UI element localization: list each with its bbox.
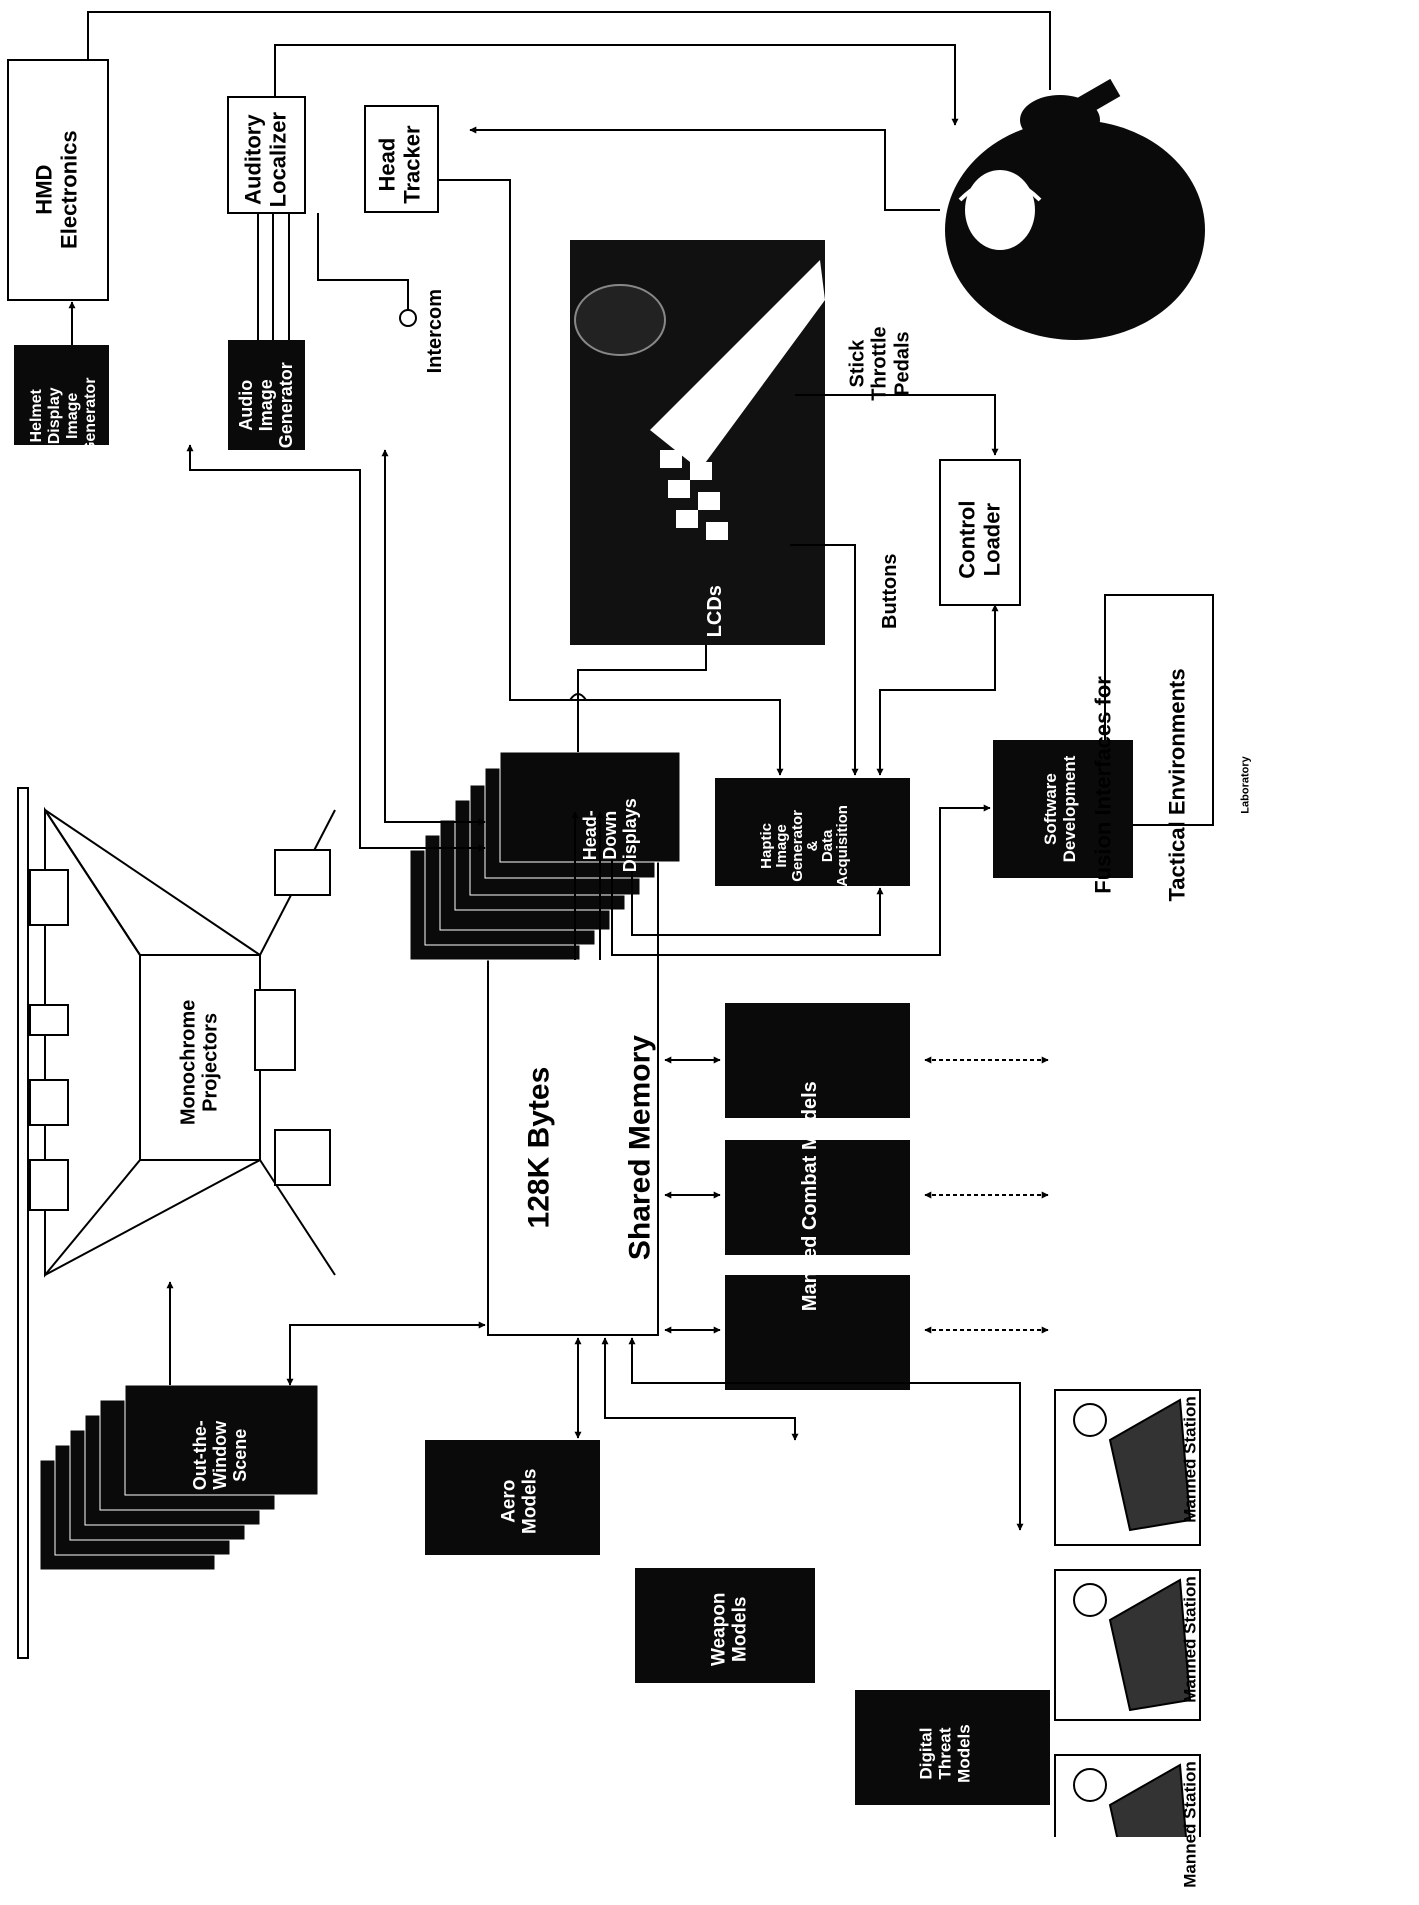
intercom-label: Intercom <box>424 271 446 391</box>
shared-memory-line2: Shared Memory <box>623 1008 657 1288</box>
lab-title-line2: Tactical Environments <box>1166 657 1191 912</box>
pilot-helmet-photo <box>945 79 1205 340</box>
digital-threat-models-label: Digital Threat Models <box>916 1694 973 1814</box>
out-the-window-scene-label: Out-the- Window Scene <box>190 1390 250 1520</box>
buttons-label: Buttons <box>879 541 901 641</box>
lab-block-diagram: HMD Electronics Auditory Localizer Head … <box>0 0 1419 1837</box>
manned-station-label-1: Manned Station <box>1180 1380 1199 1540</box>
weapon-models-label: Weapon Models <box>709 1569 752 1689</box>
lab-title: Fusion Interfaces for Tactical Environme… <box>1043 657 1277 912</box>
auditory-localizer-label: Auditory Localizer <box>241 100 290 220</box>
control-loader-label: Control Loader <box>955 475 1004 605</box>
monochrome-projectors-label: Monochrome Projectors <box>178 967 223 1157</box>
stick-throttle-pedals-label: Stick Throttle Pedals <box>846 289 913 439</box>
manned-station-label-3: Manned Station <box>1180 1745 1199 1905</box>
head-down-displays-label: Head- Down Displays <box>580 770 640 900</box>
lab-title-line3: Laboratory <box>1240 657 1252 912</box>
manned-station-label-2: Manned Station <box>1180 1560 1199 1720</box>
lab-title-line1: Fusion Interfaces for <box>1092 657 1117 912</box>
haptic-image-generator-label: Haptic Image Generator & Data Acquisitio… <box>759 766 851 926</box>
aero-models-label: Aero Models <box>499 1446 542 1556</box>
hmd-electronics-label: HMD Electronics <box>32 105 81 275</box>
cockpit-photo <box>570 240 825 645</box>
out-the-window-stack <box>40 1385 318 1570</box>
manned-combat-models-label: Manned Combat Models <box>799 1036 821 1356</box>
diagram-graphics <box>0 0 1419 1837</box>
lcds-label: LCDs <box>704 571 726 651</box>
helmet-display-image-generator-label: Helmet Display Image Generator <box>28 346 100 486</box>
head-tracker-label: Head Tracker <box>375 110 424 220</box>
shared-memory-line1: 128K Bytes <box>523 1008 557 1288</box>
manned-station-drawings <box>1055 1390 1200 1837</box>
audio-image-generator-label: Audio Image Generator <box>236 345 296 465</box>
shared-memory-label: 128K Bytes Shared Memory <box>455 1008 690 1288</box>
